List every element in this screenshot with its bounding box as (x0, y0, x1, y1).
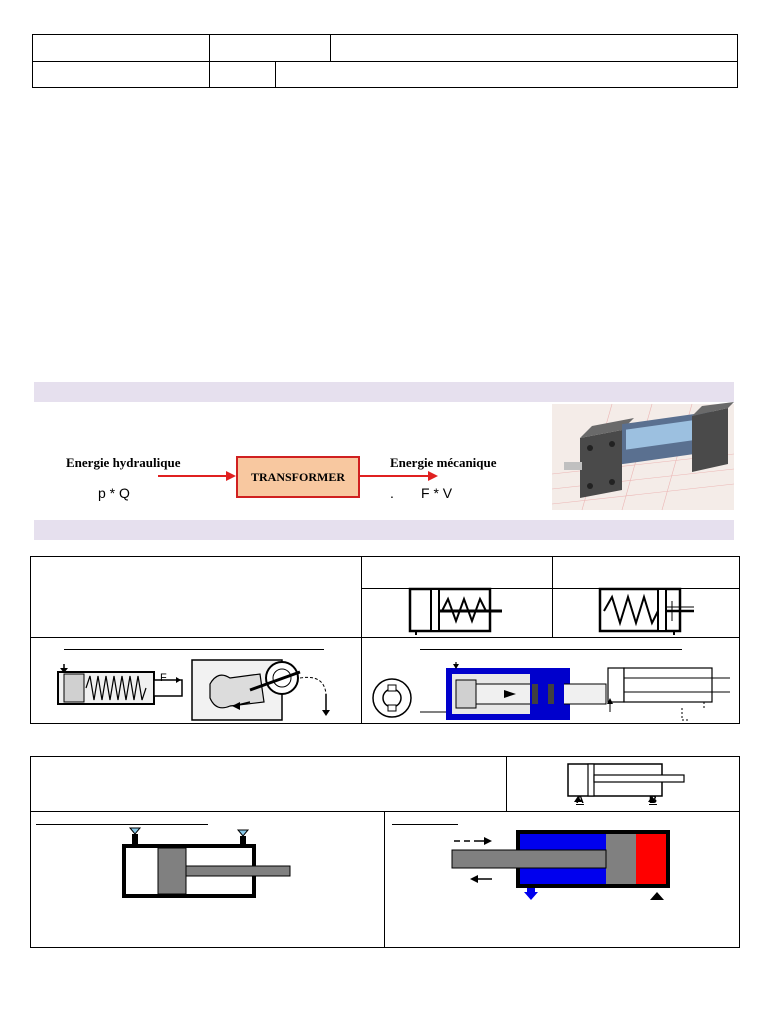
illustration-clamp-mechanism (191, 659, 330, 721)
flow-input-formula: p * Q (98, 485, 130, 501)
section-band-top (34, 382, 734, 402)
flow-output-label: Energie mécanique (390, 455, 497, 470)
diagram-double-acting-colored (451, 830, 670, 900)
header-col-divider-1 (209, 35, 210, 87)
cylinder-photo (551, 402, 735, 511)
t2-col-divider-bottom (384, 811, 385, 947)
section-band-bottom (34, 520, 734, 540)
t2-row-divider (31, 811, 739, 812)
flow-input-label: Energie hydraulique (66, 455, 181, 470)
illustration-spring-cylinder (57, 664, 183, 705)
header-row-divider (33, 61, 737, 62)
t1-sub-row-divider (361, 588, 739, 589)
flow-arrow-out (360, 471, 438, 481)
illustration-cylinder-side-view (607, 667, 730, 721)
diagram-double-acting-plain (122, 827, 291, 898)
table-single-acting (30, 556, 740, 724)
port-b-label: B (649, 794, 657, 806)
flow-output-prefix: . (390, 485, 394, 501)
t1-left-caption-line (64, 649, 324, 650)
transformer-box: TRANSFORMER (236, 456, 360, 498)
t2-col-divider-top (506, 757, 507, 811)
header-table (32, 34, 738, 88)
symbol-single-acting-spring-rod (408, 587, 502, 635)
t2-right-caption-line (392, 824, 458, 825)
press-force-label: F (160, 672, 167, 684)
header-col-divider-3 (275, 61, 276, 87)
t1-col-divider-b (552, 557, 553, 637)
symbol-double-acting (567, 763, 685, 802)
header-col-divider-2 (330, 35, 331, 61)
t1-row-divider (31, 637, 739, 638)
flow-arrow-in (158, 471, 236, 481)
illustration-blue-cylinder-section (420, 662, 607, 720)
symbol-single-acting-spring-pull (598, 587, 694, 635)
illustration-rod-end-circle (372, 678, 412, 718)
t1-col-divider-a (361, 557, 362, 723)
t2-left-caption-line (36, 824, 208, 825)
transformer-label: TRANSFORMER (250, 469, 345, 484)
press-force-arrow (168, 677, 181, 683)
flow-output-formula: F * V (421, 485, 453, 501)
t1-right-caption-line (420, 649, 682, 650)
port-a-label: A (576, 794, 584, 806)
table-double-acting (30, 756, 740, 948)
